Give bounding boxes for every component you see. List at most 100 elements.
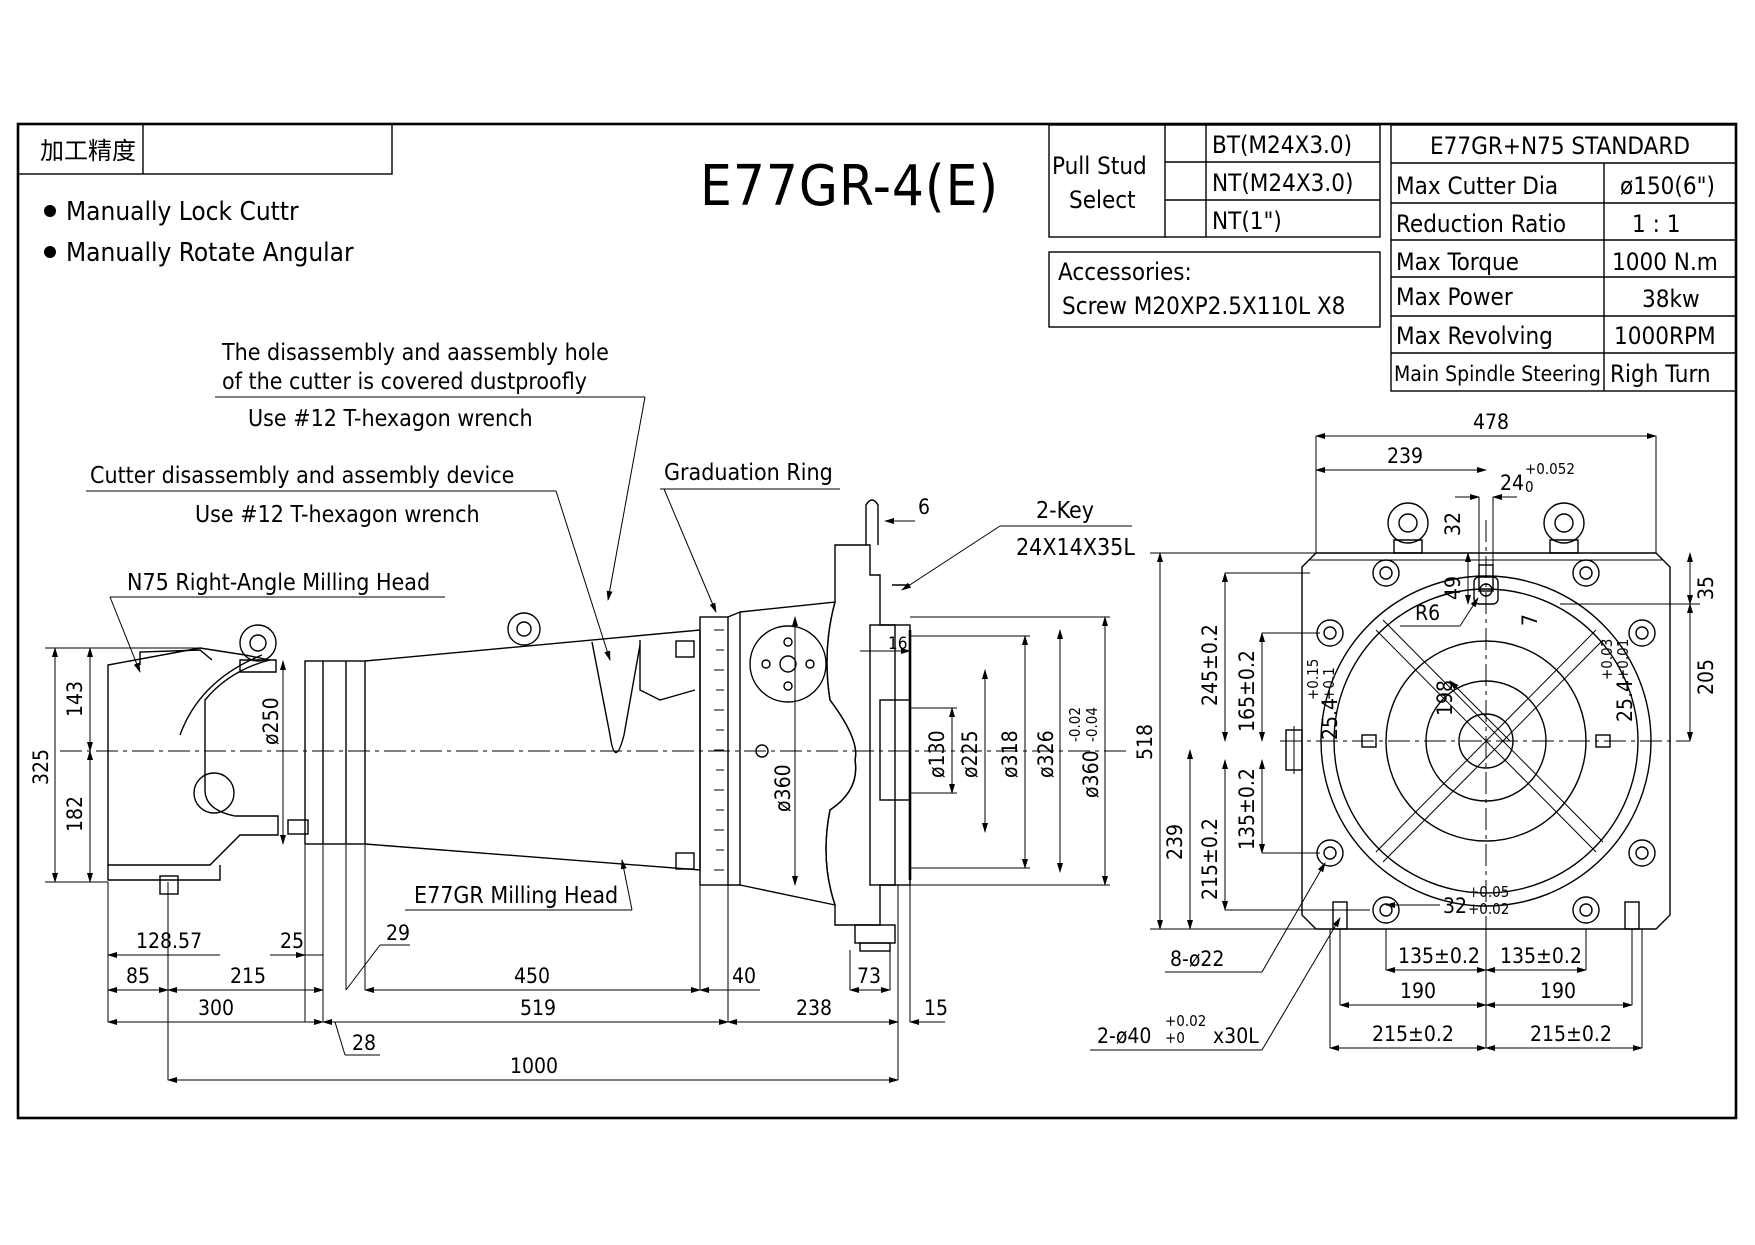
dim-28: 28 <box>352 1031 376 1055</box>
spec-label: Reduction Ratio <box>1396 210 1566 238</box>
spec-label: Max Cutter Dia <box>1396 172 1558 200</box>
key-label: 24X14X35L <box>1016 535 1135 561</box>
callout-notes: The disassembly and aassembly hole of th… <box>86 340 1135 911</box>
dim-32b-tol-upper: +0.05 <box>1468 883 1509 901</box>
holes-2-depth: x30L <box>1213 1024 1259 1048</box>
bullet-icon <box>44 205 56 217</box>
spec-label: Max Revolving <box>1396 322 1553 350</box>
front-dimensions: 478 239 24 +0.052 0 32 49 7 R6 35 205 19… <box>1090 410 1718 1051</box>
dim-25a-tol-lower: +0.1 <box>1320 667 1338 700</box>
spec-value: ø150(6") <box>1620 172 1715 200</box>
spec-value: Righ Turn <box>1610 360 1711 388</box>
dim-25a-tol-upper: +0.15 <box>1304 659 1322 700</box>
dim-518: 518 <box>1133 724 1157 760</box>
spec-value: 1000 N.m <box>1612 248 1718 276</box>
holes-2-label: 2-ø40 <box>1097 1024 1151 1048</box>
pull-stud-option: NT(1") <box>1212 207 1282 235</box>
dim-215l: 215±0.2 <box>1372 1022 1454 1046</box>
e77gr-label: E77GR Milling Head <box>414 883 618 909</box>
dim-25: 25 <box>280 929 304 953</box>
dim-165: 165±0.2 <box>1235 650 1259 732</box>
dim-d360: ø360 <box>771 764 795 812</box>
dim-519: 519 <box>520 996 556 1020</box>
feature-item: Manually Lock Cuttr <box>66 197 299 227</box>
device-tool-note: Use #12 T-hexagon wrench <box>195 502 480 528</box>
dim-245: 245±0.2 <box>1198 624 1222 706</box>
spec-title: E77GR+N75 STANDARD <box>1430 132 1690 160</box>
dim-478: 478 <box>1473 410 1509 434</box>
dim-40: 40 <box>732 964 756 988</box>
spec-label: Max Power <box>1396 283 1513 311</box>
dim-25b-tol-upper: +0.03 <box>1598 639 1616 680</box>
spec-value: 38kw <box>1642 285 1700 313</box>
dim-d130: ø130 <box>925 730 949 778</box>
pull-stud-option: NT(M24X3.0) <box>1212 169 1353 197</box>
graduation-marks <box>714 629 724 871</box>
dim-85: 85 <box>126 964 150 988</box>
bolt-holes <box>1316 559 1656 924</box>
spec-value: 1 : 1 <box>1632 210 1680 238</box>
dim-238: 238 <box>796 996 832 1020</box>
pull-stud-label: Pull Stud <box>1052 152 1147 180</box>
dim-215v: 215±0.2 <box>1198 818 1222 900</box>
side-view <box>60 499 1130 952</box>
pull-stud-table: Pull Stud Select BT(M24X3.0) NT(M24X3.0)… <box>1048 124 1381 238</box>
spec-table: E77GR+N75 STANDARD Max Cutter Dia ø150(6… <box>1390 124 1737 392</box>
dim-32b-tol-lower: +0.02 <box>1468 900 1509 918</box>
bullet-icon <box>44 246 56 258</box>
dim-143: 143 <box>63 681 87 717</box>
device-note: Cutter disassembly and assembly device <box>90 463 514 489</box>
n75-label: N75 Right-Angle Milling Head <box>127 570 430 596</box>
r6-label: R6 <box>1415 601 1440 625</box>
feature-item: Manually Rotate Angular <box>66 238 354 268</box>
stamp-box: 加工精度 <box>17 123 393 175</box>
dim-29: 29 <box>386 921 410 945</box>
dim-16: 16 <box>888 634 907 654</box>
dim-35: 35 <box>1694 576 1718 600</box>
key-label: 2-Key <box>1036 498 1094 524</box>
sheet-border <box>16 122 1738 1120</box>
holes-8-label: 8-ø22 <box>1170 947 1224 971</box>
graduation-ring-label: Graduation Ring <box>664 460 833 486</box>
dust-tool-note: Use #12 T-hexagon wrench <box>248 406 533 432</box>
dust-note: The disassembly and aassembly hole <box>221 340 609 366</box>
dim-49: 49 <box>1441 576 1465 600</box>
dim-d360b-tol-upper: -0.02 <box>1066 707 1084 742</box>
dim-25a: 25.4 <box>1318 698 1342 740</box>
dim-135l: 135±0.2 <box>1398 944 1480 968</box>
dim-205: 205 <box>1694 659 1718 695</box>
dim-300: 300 <box>198 996 234 1020</box>
dim-15: 15 <box>924 996 948 1020</box>
dim-d318: ø318 <box>998 730 1022 778</box>
dim-182: 182 <box>63 796 87 832</box>
dim-215r: 215±0.2 <box>1530 1022 1612 1046</box>
dim-325: 325 <box>29 749 53 785</box>
accessories-label: Accessories: <box>1058 258 1192 286</box>
dim-135r: 135±0.2 <box>1500 944 1582 968</box>
dim-190r: 190 <box>1540 979 1576 1003</box>
dim-d360b-tol-lower: -0.04 <box>1083 707 1101 742</box>
dust-note: of the cutter is covered dustproofly <box>222 369 587 395</box>
stamp-label: 加工精度 <box>40 137 136 165</box>
dim-d326: ø326 <box>1034 730 1058 778</box>
dim-239: 239 <box>1387 444 1423 468</box>
dim-32: 32 <box>1441 512 1465 536</box>
dim-32b: 32 <box>1443 894 1467 918</box>
dim-450: 450 <box>514 964 550 988</box>
dim-128-57: 128.57 <box>136 929 202 953</box>
spec-label: Main Spindle Steering <box>1394 362 1601 386</box>
dim-25b: 25.4 <box>1613 680 1637 722</box>
holes-2-tol-upper: +0.02 <box>1165 1012 1206 1030</box>
dim-73: 73 <box>857 964 881 988</box>
dim-24-tol-lower: 0 <box>1525 478 1534 496</box>
dim-d360b: ø360 <box>1079 750 1103 798</box>
dim-190l: 190 <box>1400 979 1436 1003</box>
dim-d250: ø250 <box>259 697 283 745</box>
pull-stud-label: Select <box>1069 186 1136 214</box>
side-dimensions: 325 143 182 ø250 ø360 ø130 ø225 ø318 ø32… <box>29 495 1110 1083</box>
spec-value: 1000RPM <box>1614 322 1716 350</box>
feature-list: Manually Lock Cuttr Manually Rotate Angu… <box>44 197 354 268</box>
dim-239v: 239 <box>1163 824 1187 860</box>
